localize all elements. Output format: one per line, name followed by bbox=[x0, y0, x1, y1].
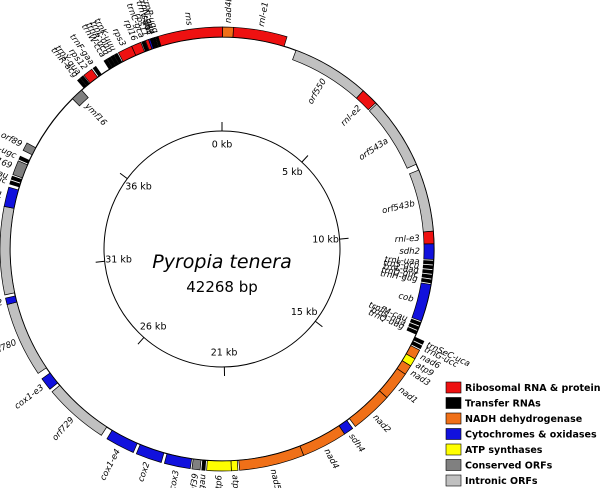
gene-label: rns bbox=[182, 12, 194, 27]
gene-block-cox2 bbox=[136, 445, 164, 463]
gene-block-rnl-e3 bbox=[423, 231, 434, 244]
kb-tick bbox=[96, 261, 105, 262]
kb-tick bbox=[315, 321, 322, 327]
gene-label: orf543a bbox=[357, 136, 390, 163]
legend-swatch-conserved bbox=[446, 460, 461, 471]
legend-swatch-cyto bbox=[446, 429, 461, 440]
gene-block-orf543a bbox=[369, 104, 416, 168]
gene-label: nad4L bbox=[224, 0, 235, 23]
legend-swatch-ribosomal bbox=[446, 382, 461, 393]
legend-label-ribosomal: Ribosomal RNA & protein bbox=[465, 383, 600, 394]
gene-block-ymf39 bbox=[192, 459, 201, 470]
kb-tick bbox=[138, 337, 144, 344]
gene-label: ymf16 bbox=[82, 101, 109, 129]
legend-label-conserved: Conserved ORFs bbox=[465, 461, 553, 472]
kb-tick-label: 10 kb bbox=[312, 235, 339, 246]
gene-label: orf543b bbox=[381, 199, 416, 216]
gene-block-nad5 bbox=[239, 446, 304, 470]
inner-circle-layer: 0 kb 5 kb 10 kb 15 kb 21 kb 26 kb 31 kb 36 kb bbox=[96, 122, 349, 376]
gene-label: sdh4 bbox=[346, 432, 366, 455]
kb-tick-label: 31 kb bbox=[105, 254, 132, 265]
gene-block-orf169 bbox=[13, 161, 28, 178]
kb-tick-label: 0 kb bbox=[212, 140, 233, 151]
kb-tick-label: 21 kb bbox=[211, 347, 238, 358]
kb-tick-label: 26 kb bbox=[140, 321, 167, 332]
gene-label: cox2 bbox=[136, 461, 152, 483]
gene-label: rnl-e1 bbox=[257, 1, 271, 27]
kb-tick-label: 36 kb bbox=[125, 181, 152, 192]
gene-block-orf89 bbox=[23, 143, 36, 155]
kb-tick bbox=[340, 238, 349, 239]
gene-block-trnD-guc bbox=[422, 274, 432, 278]
gene-block-trnH-gug bbox=[421, 278, 431, 283]
gene-block-ymf16 bbox=[72, 90, 88, 106]
legend-label-nadh: NADH dehydrogenase bbox=[465, 414, 582, 425]
gene-label: ymf39 bbox=[188, 473, 201, 488]
kb-tick bbox=[120, 173, 127, 178]
gene-label: orf550 bbox=[306, 77, 329, 106]
kb-tick-label: 15 kb bbox=[291, 307, 318, 318]
gene-block-cox1-e4 bbox=[107, 430, 137, 452]
gene-label: cox1-e2 bbox=[0, 298, 4, 316]
gene-block-orf550 bbox=[293, 50, 364, 98]
gene-label: nad4 bbox=[322, 447, 341, 471]
legend-swatch-nadh bbox=[446, 413, 461, 424]
gene-blocks-layer bbox=[0, 27, 434, 471]
gene-label: cox1-e1 bbox=[0, 183, 3, 201]
gene-block-sdh2 bbox=[424, 244, 434, 260]
kb-tick bbox=[302, 155, 308, 162]
genome-size: 42268 bp bbox=[186, 278, 258, 296]
kb-tick-label: 5 kb bbox=[282, 167, 303, 178]
gene-label: rnl-e3 bbox=[395, 234, 420, 245]
gene-block-atp8 bbox=[231, 460, 238, 470]
gene-label: nad2 bbox=[370, 413, 392, 436]
gene-label: nad5 bbox=[268, 468, 283, 488]
gene-label: cox3 bbox=[168, 469, 182, 488]
gene-label: cob bbox=[397, 291, 414, 305]
gene-labels-layer: rns nad4L rnl-e1 orf550 rnl-e2 orf543a orf543b… bbox=[0, 0, 471, 488]
gene-block-cox1-e1 bbox=[4, 187, 18, 208]
organism-name: Pyropia tenera bbox=[152, 251, 292, 273]
gene-label: cox1-e4 bbox=[98, 448, 123, 483]
gene-label: cox1-e3 bbox=[13, 383, 46, 412]
legend-swatch-intronic bbox=[446, 475, 461, 486]
gene-block-rns bbox=[158, 27, 223, 46]
gene-block-cox1-e3 bbox=[42, 373, 58, 389]
gene-block-trnL-uaa bbox=[423, 260, 433, 264]
gene-label: nad1 bbox=[396, 385, 419, 406]
gene-label: rnl-e2 bbox=[339, 104, 364, 129]
gene-block-nad4L bbox=[223, 27, 234, 37]
gene-label: orf729 bbox=[51, 415, 77, 443]
gene-block-trnI-gau bbox=[202, 460, 206, 470]
gene-label: atp6 bbox=[214, 474, 224, 488]
legend-label-cyto: Cytochromes & oxidases bbox=[465, 430, 597, 441]
gene-label: atp8 bbox=[229, 474, 240, 488]
legend-label-trna: Transfer RNAs bbox=[465, 399, 541, 410]
legend-swatch-trna bbox=[446, 398, 461, 409]
gene-block-atp6 bbox=[207, 460, 232, 471]
legend-label-intronic: Intronic ORFs bbox=[465, 476, 538, 487]
gene-label: orf780 bbox=[0, 338, 18, 359]
gene-block-cob bbox=[412, 283, 431, 321]
legend-swatch-atp bbox=[446, 444, 461, 455]
gene-block-rnl-e1 bbox=[233, 27, 287, 46]
gene-block-trnL-uag bbox=[423, 269, 433, 273]
gene-block-trnS-gcu bbox=[423, 265, 433, 269]
legend-label-atp: ATP synthases bbox=[465, 445, 543, 456]
